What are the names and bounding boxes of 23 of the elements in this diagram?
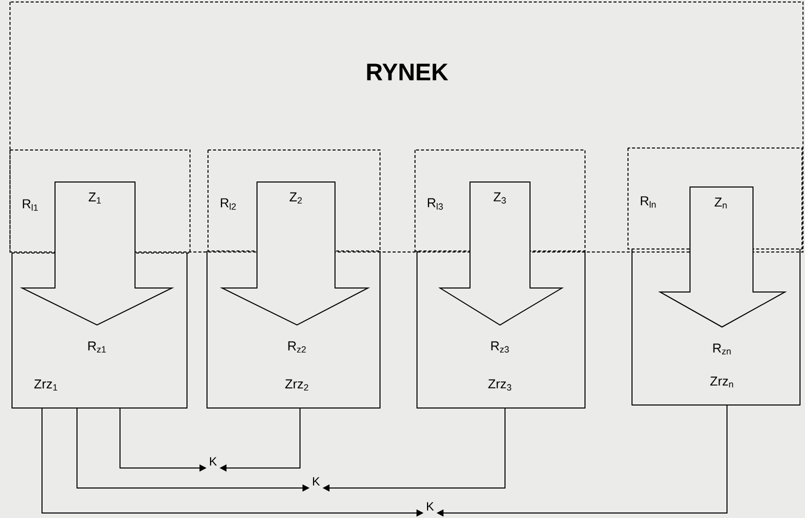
edge-label: Z$_{2}$: [290, 192, 302, 204]
company-box: [12, 252, 188, 408]
block-arrow: [658, 186, 787, 328]
company-box: [632, 248, 800, 406]
flow-label: R$_{z3}$: [491, 341, 509, 353]
company-box: [416, 250, 586, 408]
flow-label: R$_{zn}$: [713, 344, 731, 354]
flow-label: R$_{z1}$: [88, 341, 106, 352]
company-box: [206, 250, 380, 408]
junction-label: K: [427, 502, 434, 510]
junction-label: K: [210, 457, 217, 466]
junction-label: K: [313, 477, 320, 486]
edge-label: Z$_{3}$: [494, 192, 506, 204]
flow-label: Zrz$_{3}$: [488, 379, 512, 391]
flow-label: R$_{z2}$: [288, 341, 306, 353]
edge-label: Z$_{1}$: [88, 192, 101, 204]
flow-label: Zrz$_{2}$: [285, 379, 308, 391]
flow-label: Zrz$_{1}$: [34, 379, 58, 390]
block-arrow: [438, 182, 564, 326]
edge-label: Z$_{n}$: [714, 198, 727, 208]
flow-label: Zrz$_{n}$: [710, 376, 734, 388]
block-arrow: [20, 182, 174, 326]
block-arrow: [220, 182, 370, 326]
